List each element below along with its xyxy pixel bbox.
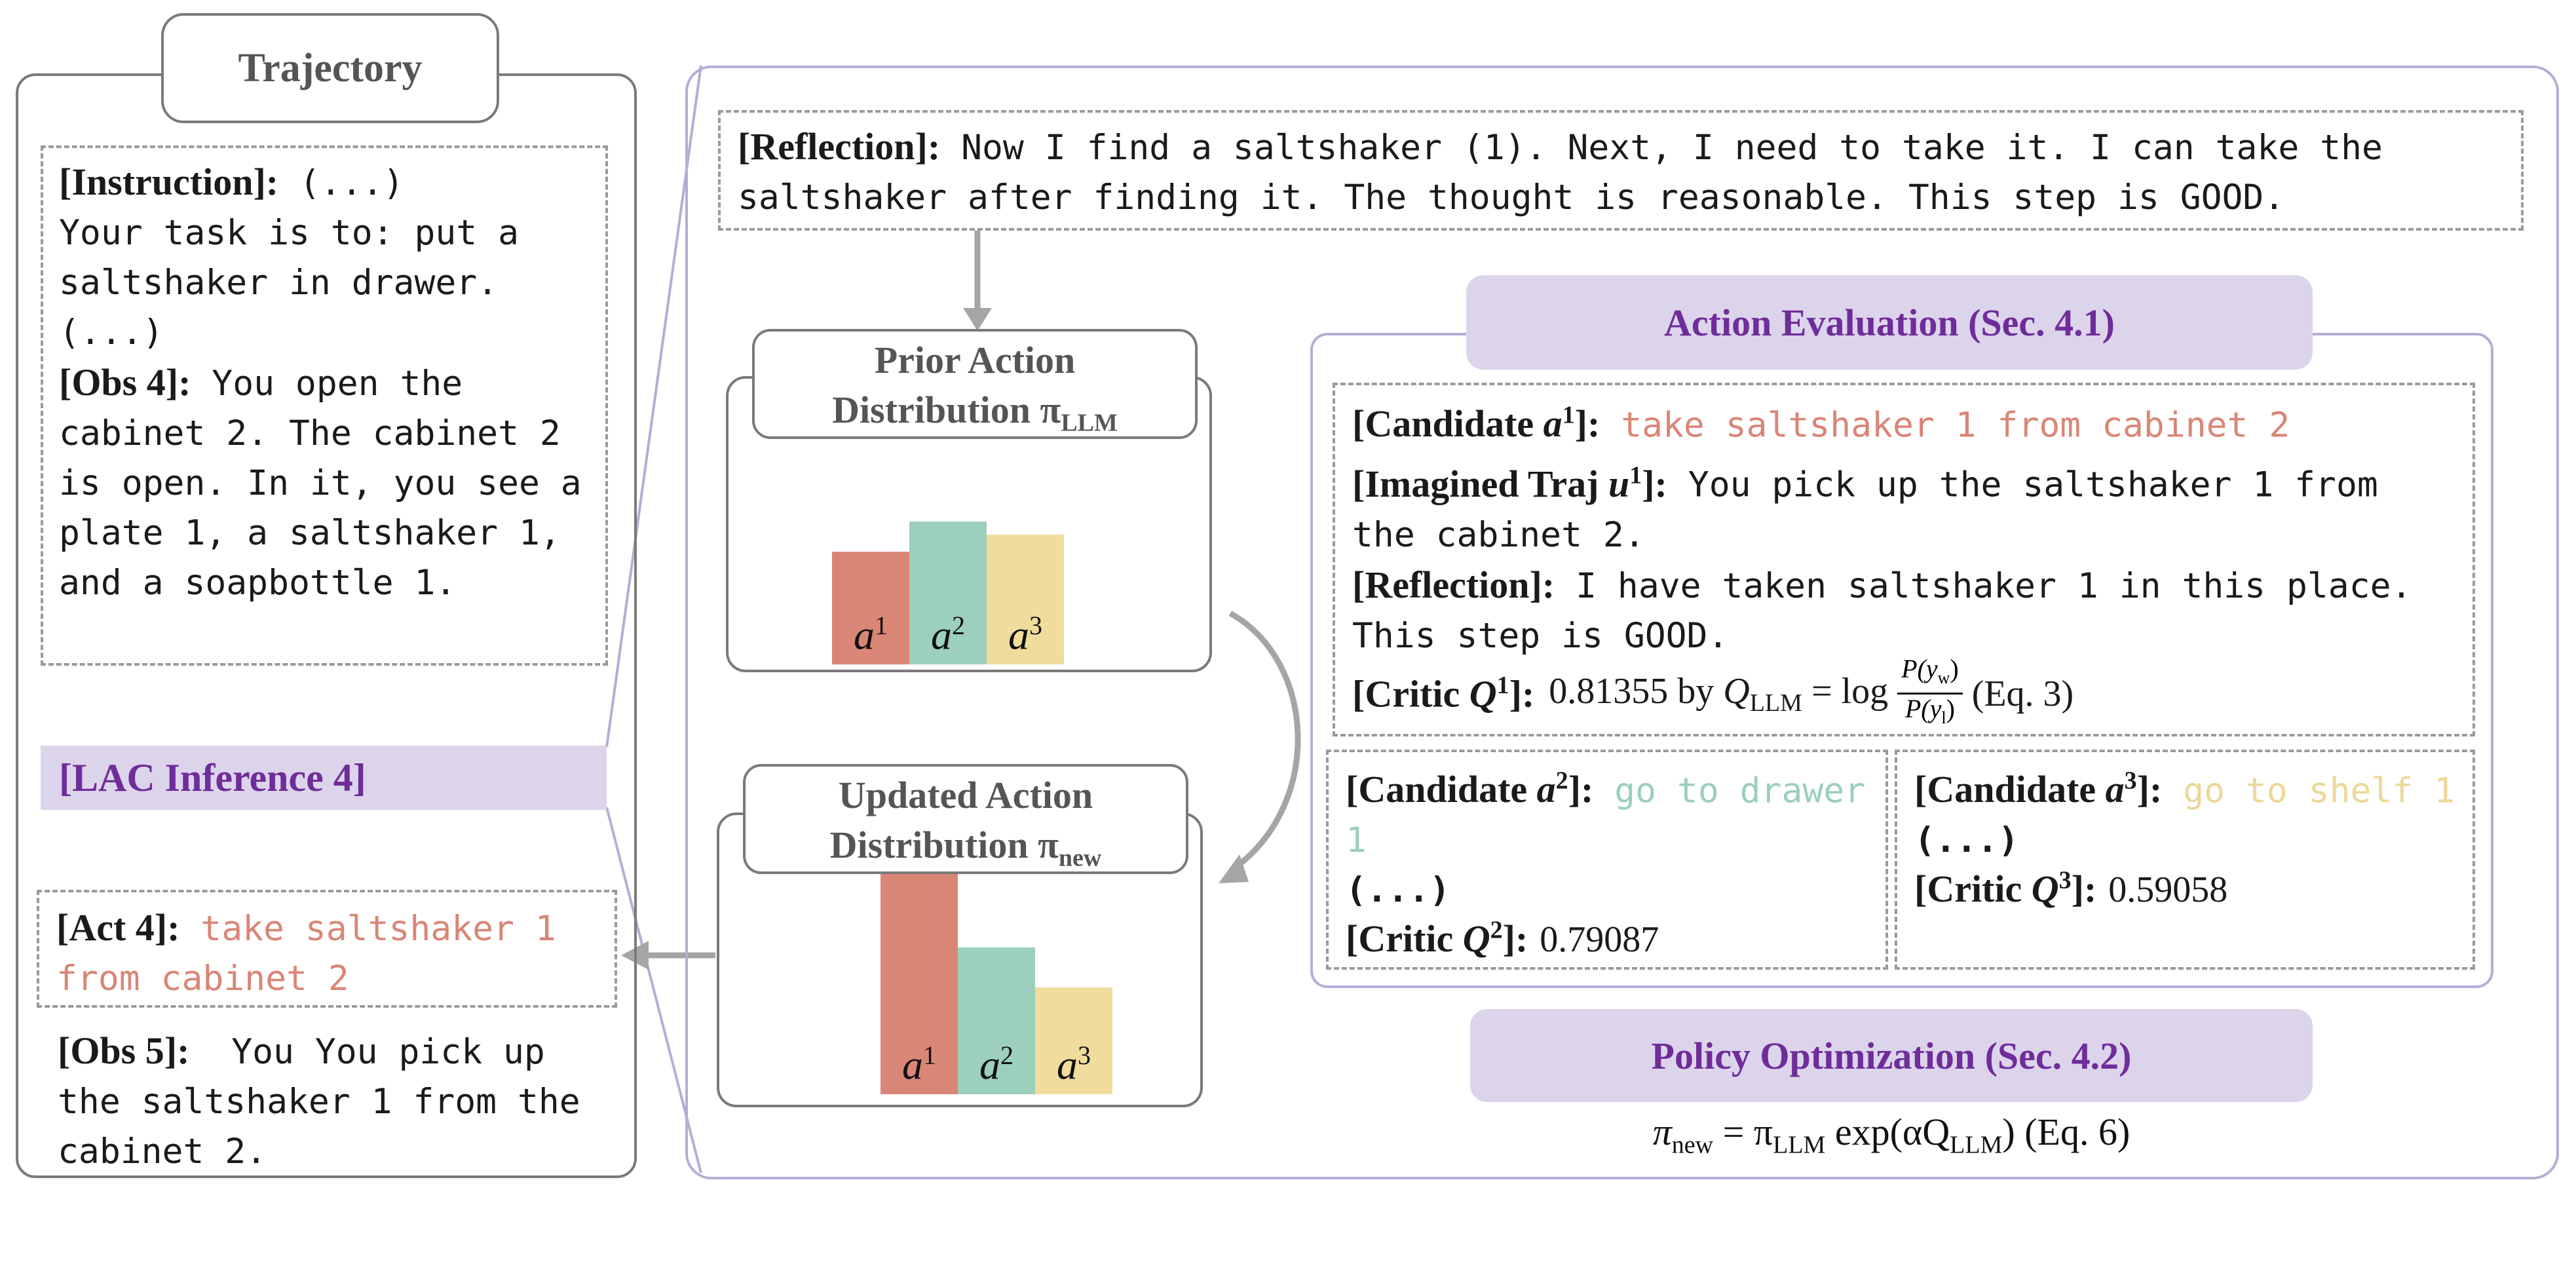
critic1-fraction-numerator: P(yw) [1897,655,1963,695]
critic2-value: 0.79087 [1540,919,1659,960]
lac-inference-label: [LAC Inference 4] [59,755,366,799]
prior-bar-a3: a3 [987,535,1064,664]
trajectory-title: Trajectory [238,45,423,90]
reflection-tag: [Reflection]: [738,125,941,168]
updated-bar-a2: a2 [958,947,1035,1094]
prior-bar-label-a1: a1 [854,610,888,658]
critic3-tag: [Critic Q3]: [1914,866,2097,910]
reflection-text: Now I find a saltshaker (1). Next, I nee… [738,128,2404,218]
act4-text: take saltshaker 1 from cabinet 2 [56,909,577,999]
prior-title-line1: Prior Action [874,339,1076,381]
obs5-tag: [Obs 5]: [58,1029,190,1072]
critic1-eq-ref: (Eq. 3) [1971,673,2074,714]
critic2-line: [Critic Q2]: 0.79087 [1346,915,1868,960]
instruction-text: Your task is to: put a saltshaker in dra… [59,213,519,353]
updated-bar-label-a2: a2 [979,1040,1013,1088]
prior-bar-a1: a1 [832,552,909,664]
candidate3-ellipsis: (...) [1914,820,2019,861]
candidate1-text: take saltshaker 1 from cabinet 2 [1600,405,2290,446]
instruction-box: [Instruction]: (...) Your task is to: pu… [41,145,608,666]
critic2-tag: [Critic Q2]: [1346,916,1528,960]
candidate2-ellipsis: (...) [1346,870,1450,911]
update-curve-arrow [1228,611,1301,873]
obs4-text: You open the cabinet 2. The cabinet 2 is… [59,364,603,603]
critic3-value: 0.59058 [2108,869,2228,910]
candidate2-box: [Candidate a2]: go to drawer 1 (...) [Cr… [1326,750,1888,970]
critic3-line: [Critic Q3]: 0.59058 [1914,866,2455,910]
updated-title-line1: Updated Action [838,774,1093,816]
action-evaluation-title: Action Evaluation (Sec. 4.1) [1664,301,2115,344]
critic1-fraction: P(yw) P(yl) [1897,655,1963,733]
updated-chart: a1 a2 a3 [717,812,1203,1107]
candidate2-text: go to drawer 1 [1346,771,1887,861]
updated-title-box: Updated Action Distribution πnew [743,764,1188,874]
updated-bar-a3: a3 [1035,987,1112,1094]
updated-title-line2: Distribution πnew [829,824,1102,872]
candidate-reflection-line: [Reflection]: I have taken saltshaker 1 … [1352,560,2455,661]
candidate2-tag: [Candidate a2]: [1346,767,1594,811]
updated-bar-label-a3: a3 [1057,1040,1091,1088]
candidate-reflection-tag: [Reflection]: [1352,563,1555,606]
obs5-content: [Obs 5]: You You pick up the saltshaker … [58,1026,621,1177]
reflection-box: [Reflection]: Now I find a saltshaker (1… [718,110,2524,231]
updated-bars: a1 a2 a3 [881,812,1129,1103]
action-evaluation-header: Action Evaluation (Sec. 4.1) [1466,275,2313,370]
act4-box: [Act 4]: take saltshaker 1 from cabinet … [37,890,617,1008]
lac-inference-banner: [LAC Inference 4] [41,746,607,810]
trajectory-title-box: Trajectory [161,13,499,123]
obs5-text: You You pick up the saltshaker 1 from th… [58,1032,601,1172]
act4-tag: [Act 4]: [56,906,180,949]
reflection-arrowhead [963,308,992,331]
critic1-fraction-denominator: P(yl) [1904,694,1955,728]
obs5-block: [Obs 5]: You You pick up the saltshaker … [58,1026,621,1177]
instruction-tag: [Instruction]: [59,161,279,203]
instruction-content: [Instruction]: (...) Your task is to: pu… [59,157,590,608]
prior-title-box: Prior Action Distribution πLLM [752,329,1198,439]
imagined-traj-text: You pick up the saltshaker 1 from the ca… [1352,465,2399,555]
prior-title-line2: Distribution πLLM [832,389,1118,437]
prior-bars: a1 a2 a3 [832,376,1081,670]
prior-bar-a2: a2 [909,522,987,664]
candidate3-box: [Candidate a3]: go to shelf 1 (...) [Cri… [1895,750,2475,970]
policy-optimization-header: Policy Optimization (Sec. 4.2) [1470,1009,2313,1102]
critic1-tag: [Critic Q1]: [1352,672,1535,716]
lac-detail-frame [685,66,2559,1179]
policy-optimization-title: Policy Optimization (Sec. 4.2) [1651,1034,2132,1077]
critic1-value: 0.81355 by QLLM = log [1549,670,1889,717]
updated-bar-label-a1: a1 [902,1040,936,1088]
candidate-reflection-text: I have taken saltshaker 1 in this place.… [1352,565,2433,656]
candidate3-content: [Candidate a3]: go to shelf 1 [1914,756,2455,816]
candidate3-text: go to shelf 1 [2162,771,2455,811]
candidate1-line: [Candidate a1]: take saltshaker 1 from c… [1352,391,2455,450]
candidate1-tag: [Candidate a1]: [1352,402,1601,446]
updated-bar-a1: a1 [881,871,958,1094]
prior-chart: a1 a2 a3 [726,376,1212,672]
policy-formula: πnew = πLLM exp(αQLLM) (Eq. 6) [1652,1111,2131,1159]
prior-bar-label-a2: a2 [931,610,965,658]
imagined-traj-line: [Imagined Traj u1]: You pick up the salt… [1352,450,2455,560]
instruction-ellipsis: (...) [278,163,404,203]
reflection-content: [Reflection]: Now I find a saltshaker (1… [738,122,2504,223]
prior-bar-label-a3: a3 [1008,610,1042,658]
imagined-traj-tag: [Imagined Traj u1]: [1352,461,1667,505]
candidate1-box: [Candidate a1]: take saltshaker 1 from c… [1333,383,2475,736]
prior-title-sub: LLM [1061,409,1118,437]
act4-content: [Act 4]: take saltshaker 1 from cabinet … [56,903,597,1004]
update-curve-arrowhead [1219,854,1249,883]
candidate2-content: [Candidate a2]: go to drawer 1 [1346,756,1868,866]
candidate3-tag: [Candidate a3]: [1914,767,2163,811]
critic1-line: [Critic Q1]: 0.81355 by QLLM = log P(yw)… [1352,655,2455,728]
updated-title-sub: new [1058,844,1102,872]
obs4-tag: [Obs 4]: [59,361,191,404]
